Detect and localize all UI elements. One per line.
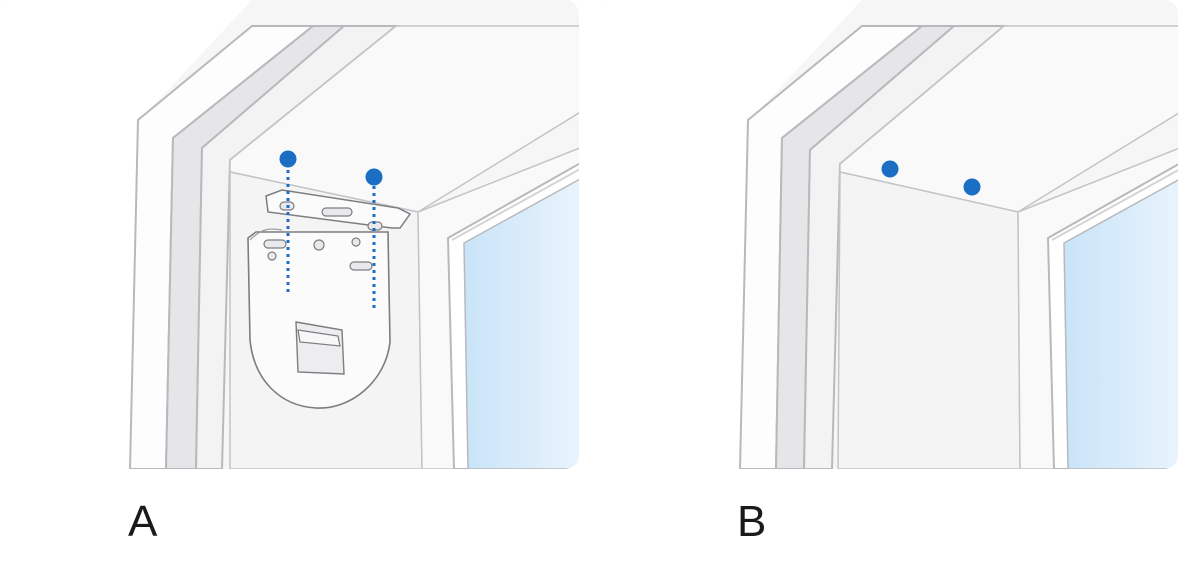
- window-glass: [1063, 166, 1178, 469]
- recess-back-wall: [837, 171, 1021, 469]
- screw-marker-right: [963, 178, 981, 196]
- diagram-panel-b: B: [600, 0, 1200, 574]
- panel-label: A: [128, 497, 158, 546]
- screw-marker-left: [881, 160, 899, 178]
- panel-label: B: [737, 497, 767, 546]
- diagram-panel-a: A: [0, 0, 579, 546]
- window-glass: [463, 166, 579, 469]
- screw-marker-right: [365, 168, 383, 186]
- mounting-bracket: [247, 189, 412, 409]
- outer-wall: [0, 0, 252, 469]
- outer-wall: [600, 0, 862, 469]
- window-frame-illustration: [0, 0, 579, 469]
- window-frame-illustration: [600, 0, 1178, 469]
- screw-marker-left: [279, 150, 297, 168]
